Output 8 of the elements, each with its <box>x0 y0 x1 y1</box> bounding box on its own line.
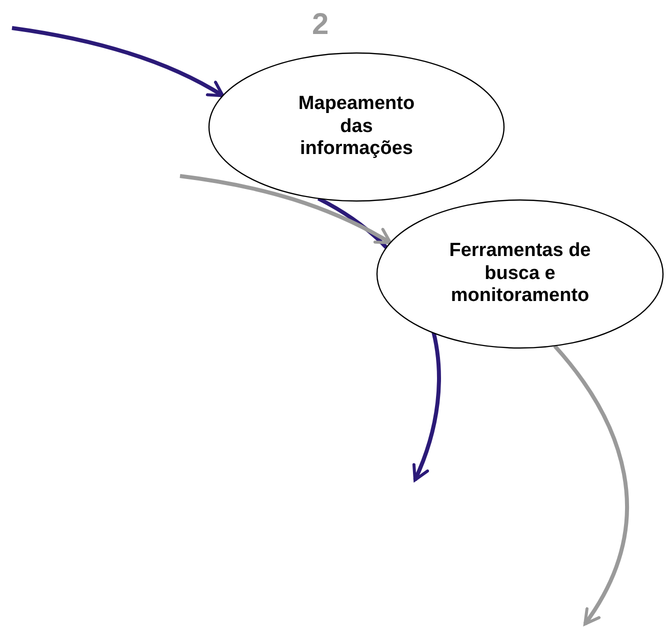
curved-arrow <box>180 174 392 244</box>
process-ellipse <box>208 52 505 202</box>
node-label: Mapeamento das informações <box>297 92 416 162</box>
node-label: Ferramentas de busca e monitoramento <box>448 240 592 308</box>
curved-arrow <box>553 344 629 626</box>
curved-arrow <box>12 26 224 98</box>
process-ellipse <box>376 199 664 349</box>
step-number: 2 <box>312 8 329 42</box>
